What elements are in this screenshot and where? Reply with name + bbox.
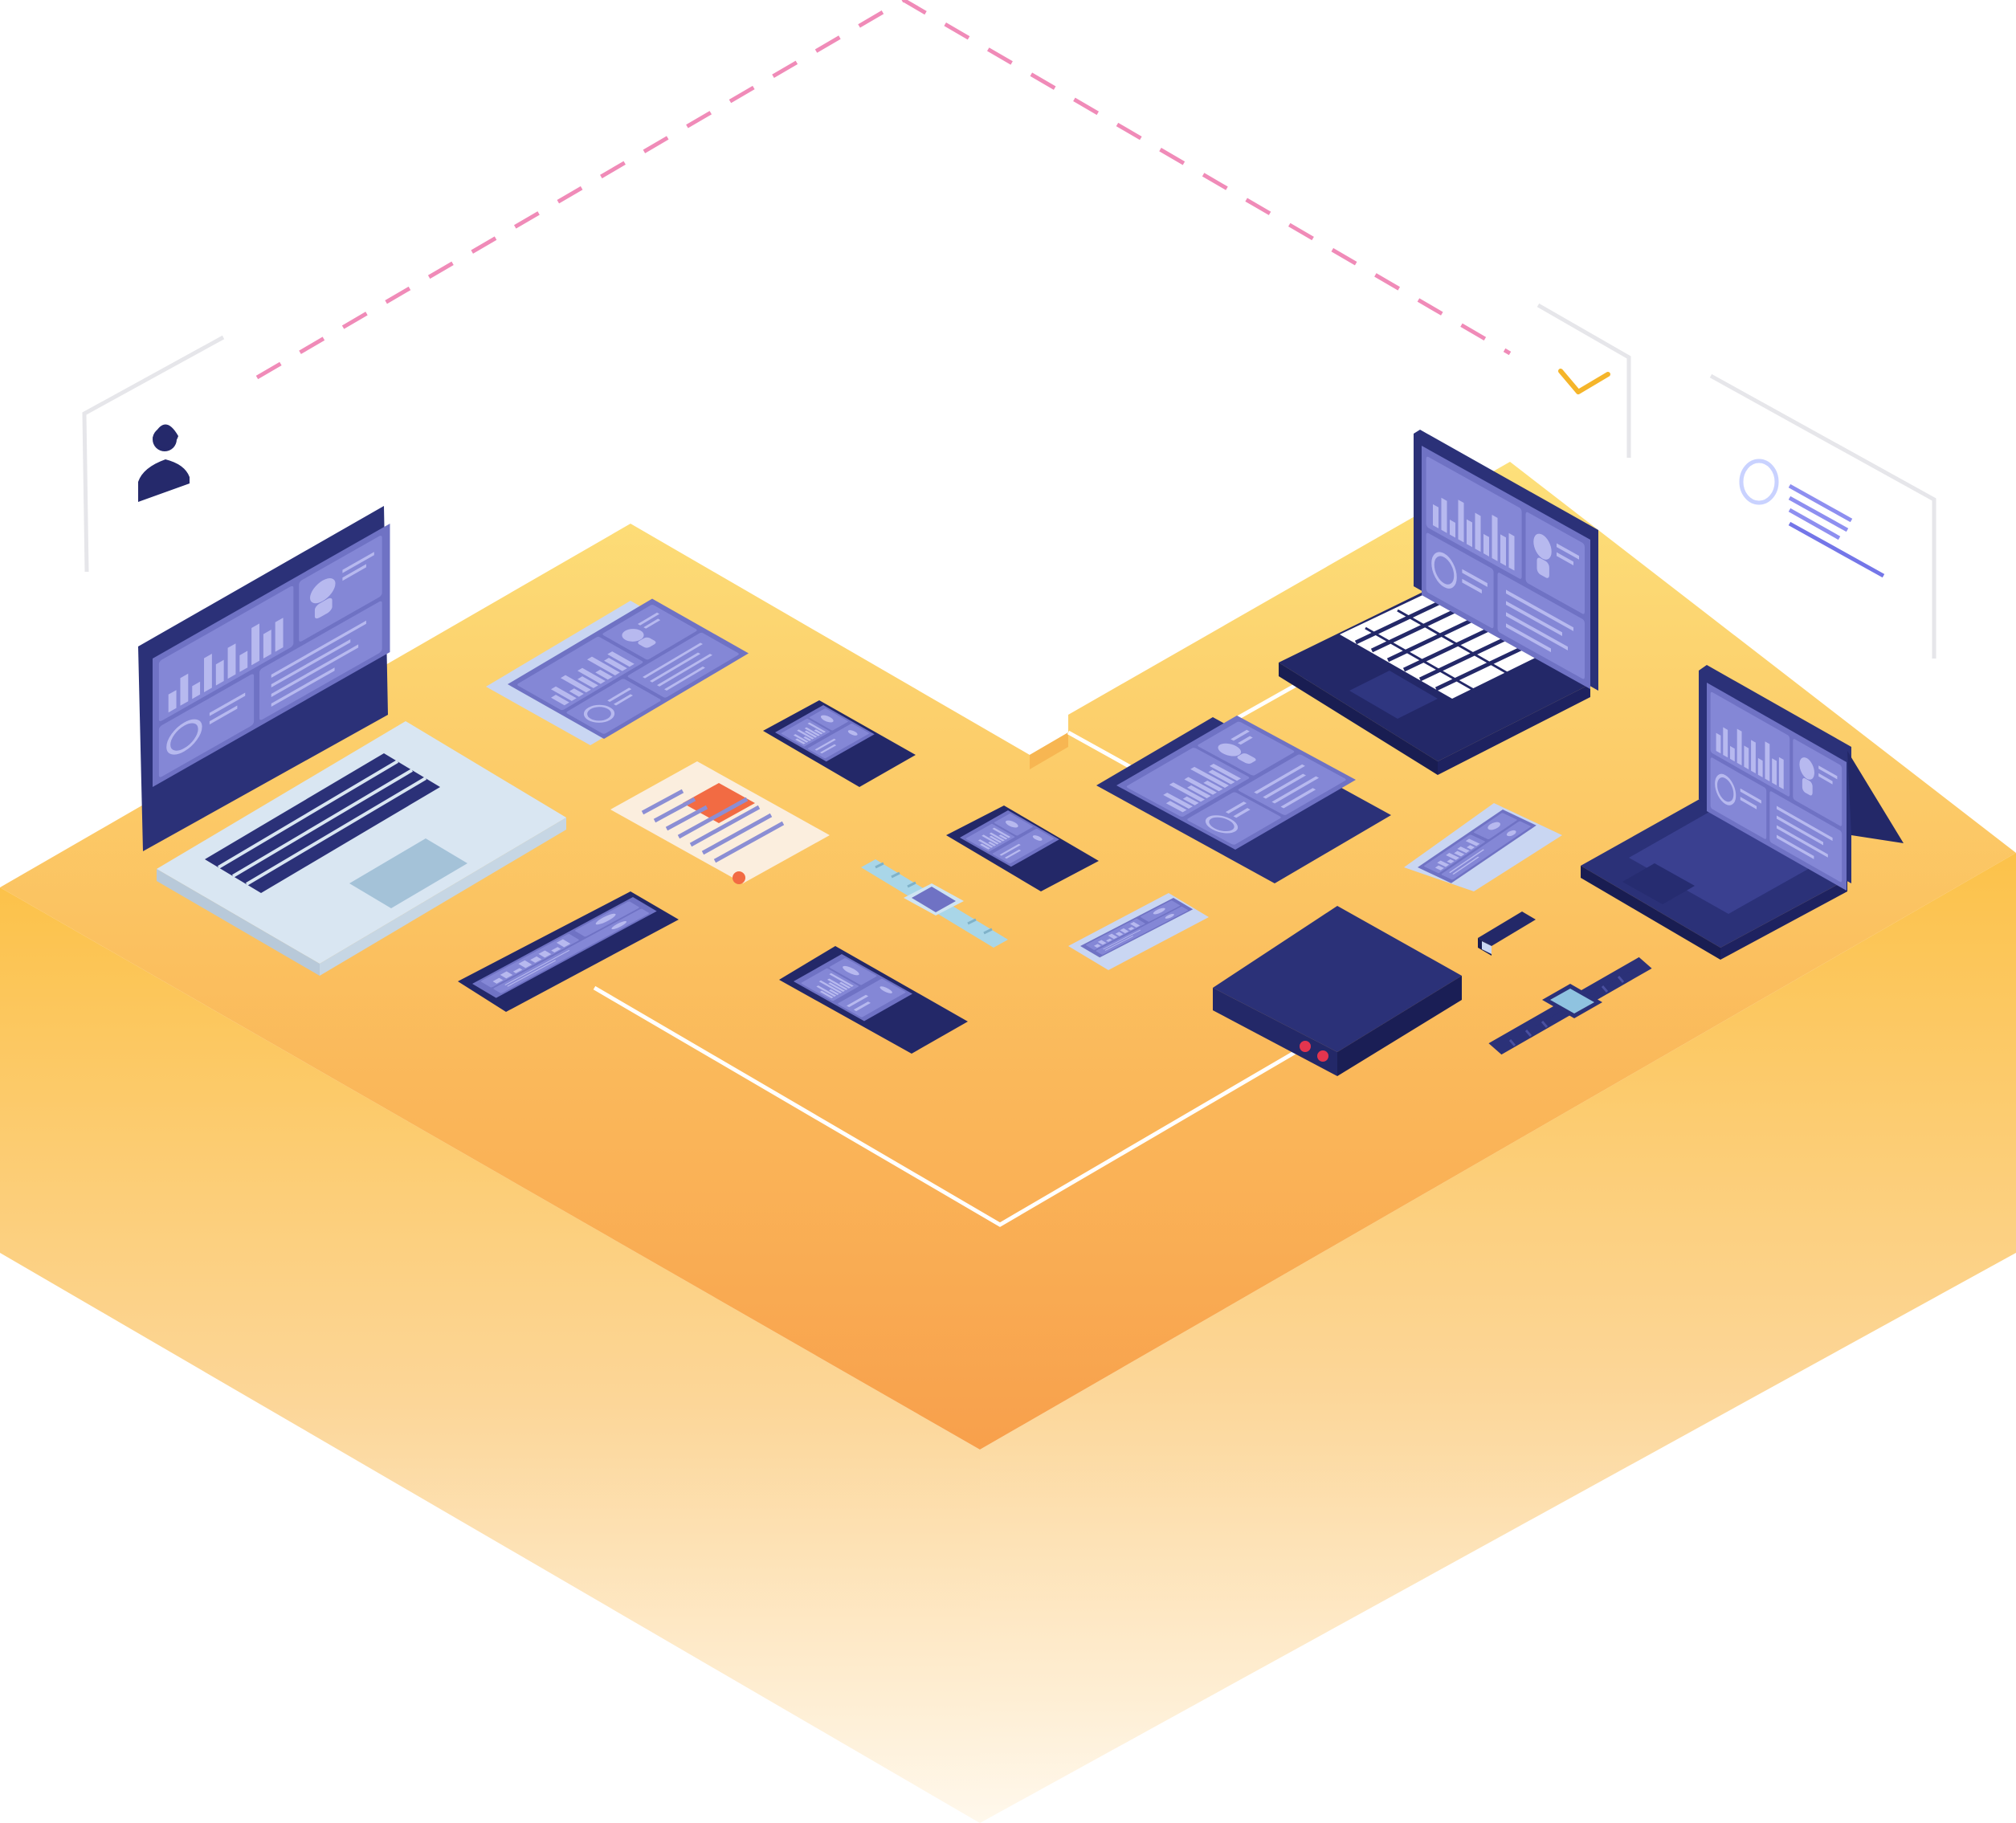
laptop-dark-1 (1279, 430, 1598, 775)
connector-line-front (593, 985, 1311, 1227)
phone-1 (763, 700, 916, 787)
circle-icon (1739, 459, 1779, 505)
platform-notch-wall (1030, 732, 1068, 769)
server-light-1 (1300, 1041, 1311, 1052)
checkmark-icon (1558, 369, 1610, 394)
laptop-touchpad (1622, 863, 1695, 904)
phone-3 (458, 891, 679, 1012)
server-light-2 (1317, 1050, 1328, 1062)
laptop-dark-2 (1581, 665, 1904, 960)
laptop-keyboard (1629, 811, 1811, 914)
platform-side-left (0, 887, 980, 1823)
text-lines-icon (1788, 483, 1885, 578)
floating-panel-user (82, 335, 225, 573)
smartwatch-dark (1488, 956, 1652, 1055)
tablet-light (486, 599, 749, 745)
laptop-stand (1847, 751, 1904, 843)
phone-4 (779, 946, 968, 1054)
laptop-silver (138, 506, 566, 976)
floating-panel-check (1536, 303, 1631, 458)
document (610, 761, 830, 884)
phone-2 (946, 805, 1099, 891)
laptop-touchpad (349, 838, 467, 908)
phone-light-1 (1068, 893, 1209, 970)
sync-dashed-line (255, 0, 1512, 380)
tablet-dark (1096, 716, 1391, 883)
usb-stick (1478, 912, 1536, 956)
laptop-keyboard (1340, 588, 1550, 699)
floating-panel-profile (1709, 373, 1936, 659)
user-icon (138, 424, 190, 502)
laptop-touchpad (1349, 671, 1438, 719)
document-image (683, 783, 755, 823)
smartwatch-light (861, 859, 1008, 948)
platform-side-right (980, 853, 2016, 1823)
server-box (1213, 906, 1462, 1076)
phone-light-2 (1404, 803, 1562, 891)
